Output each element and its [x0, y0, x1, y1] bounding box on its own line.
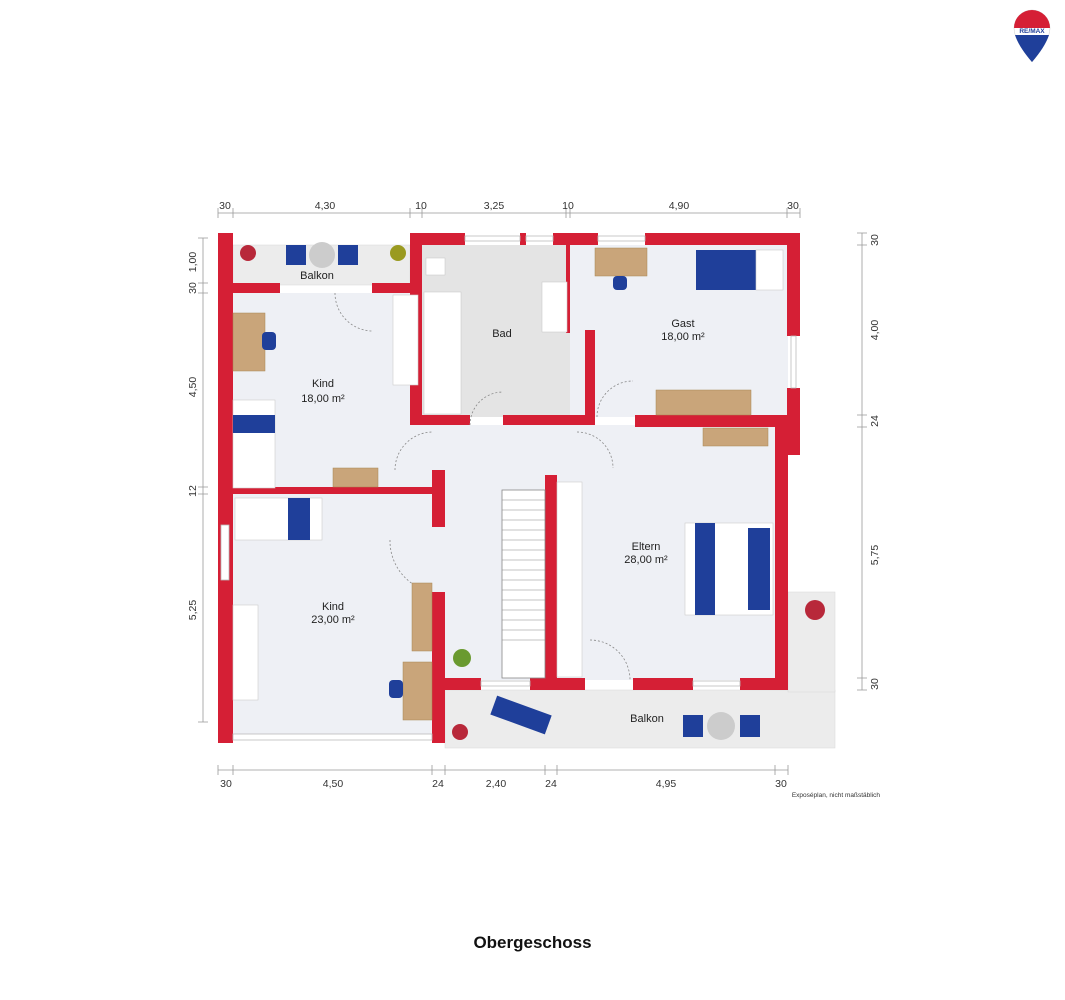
svg-text:1,00: 1,00 — [187, 252, 199, 273]
svg-text:2,40: 2,40 — [486, 778, 507, 790]
chair — [683, 715, 703, 737]
svg-text:30: 30 — [775, 778, 787, 790]
chair — [613, 276, 627, 290]
dimension-labels-bottom: 30 4,50 24 2,40 24 4,95 30 — [220, 778, 787, 790]
room-label-kind2: Kind — [322, 601, 344, 613]
table — [309, 242, 335, 268]
svg-text:24: 24 — [869, 415, 881, 427]
room-label-eltern: Eltern — [632, 541, 661, 553]
desk — [232, 312, 266, 372]
chair — [389, 680, 403, 698]
svg-text:30: 30 — [220, 778, 232, 790]
dimension-labels-left: 1,00 30 4,50 12 5,25 — [187, 252, 199, 621]
room-label-balkon-top: Balkon — [300, 270, 334, 282]
bed — [232, 399, 276, 489]
logo-text: RE/MAX — [1019, 28, 1045, 35]
chair — [262, 332, 276, 350]
svg-text:4,95: 4,95 — [656, 778, 677, 790]
svg-text:3,25: 3,25 — [484, 200, 505, 212]
windows — [220, 235, 797, 741]
toilet — [425, 257, 446, 276]
room-area-gast: 18,00 m² — [661, 331, 705, 343]
room-label-gast: Gast — [671, 318, 694, 330]
room-label-bad: Bad — [492, 328, 512, 340]
desk — [332, 467, 379, 488]
svg-text:12: 12 — [187, 485, 199, 497]
desk — [411, 582, 433, 652]
plant — [240, 245, 256, 261]
chair — [338, 245, 358, 265]
room-area-eltern: 28,00 m² — [624, 554, 668, 566]
wardrobe — [392, 294, 419, 386]
chair — [740, 715, 760, 737]
svg-text:4,90: 4,90 — [669, 200, 690, 212]
svg-text:24: 24 — [545, 778, 557, 790]
svg-text:30: 30 — [787, 200, 799, 212]
svg-text:10: 10 — [562, 200, 574, 212]
plant — [453, 649, 471, 667]
sideboard — [702, 427, 769, 447]
bed — [696, 250, 756, 290]
svg-text:24: 24 — [432, 778, 444, 790]
dimension-lines — [198, 208, 867, 775]
washbasin — [541, 281, 568, 333]
chair — [286, 245, 306, 265]
svg-text:30: 30 — [187, 282, 199, 294]
svg-text:30: 30 — [869, 678, 881, 690]
svg-text:5,75: 5,75 — [869, 545, 881, 566]
room-area-kind2: 23,00 m² — [311, 614, 355, 626]
dimension-labels-right: 30 4,00 24 5,75 30 — [869, 234, 881, 690]
svg-text:4,00: 4,00 — [869, 320, 881, 341]
remax-balloon-logo: RE/MAX — [1013, 9, 1051, 63]
bathtub — [423, 291, 462, 415]
wardrobe — [556, 481, 583, 678]
svg-text:10: 10 — [415, 200, 427, 212]
desk — [402, 661, 433, 721]
plant — [452, 724, 468, 740]
svg-text:4,30: 4,30 — [315, 200, 336, 212]
svg-text:30: 30 — [869, 234, 881, 246]
svg-text:5,25: 5,25 — [187, 600, 199, 621]
furniture — [232, 242, 825, 740]
floor-title: Obergeschoss — [473, 933, 592, 952]
room-label-kind1: Kind — [312, 378, 334, 390]
plant — [390, 245, 406, 261]
room-area-kind1: 18,00 m² — [301, 393, 345, 405]
desk — [594, 247, 648, 277]
plant — [805, 600, 825, 620]
door-swings — [334, 292, 634, 681]
scale-note: Exposéplan, nicht maßstäblich — [791, 792, 880, 799]
svg-text:4,50: 4,50 — [187, 377, 199, 398]
staircase — [501, 489, 546, 679]
room-label-balkon-bottom: Balkon — [630, 713, 664, 725]
dimension-labels-top: 30 4,30 10 3,25 10 4,90 30 — [219, 200, 799, 212]
svg-text:4,50: 4,50 — [323, 778, 344, 790]
svg-text:30: 30 — [219, 200, 231, 212]
wardrobe — [232, 604, 259, 701]
table — [707, 712, 735, 740]
sofa — [655, 389, 752, 416]
sun-lounger — [490, 695, 552, 735]
